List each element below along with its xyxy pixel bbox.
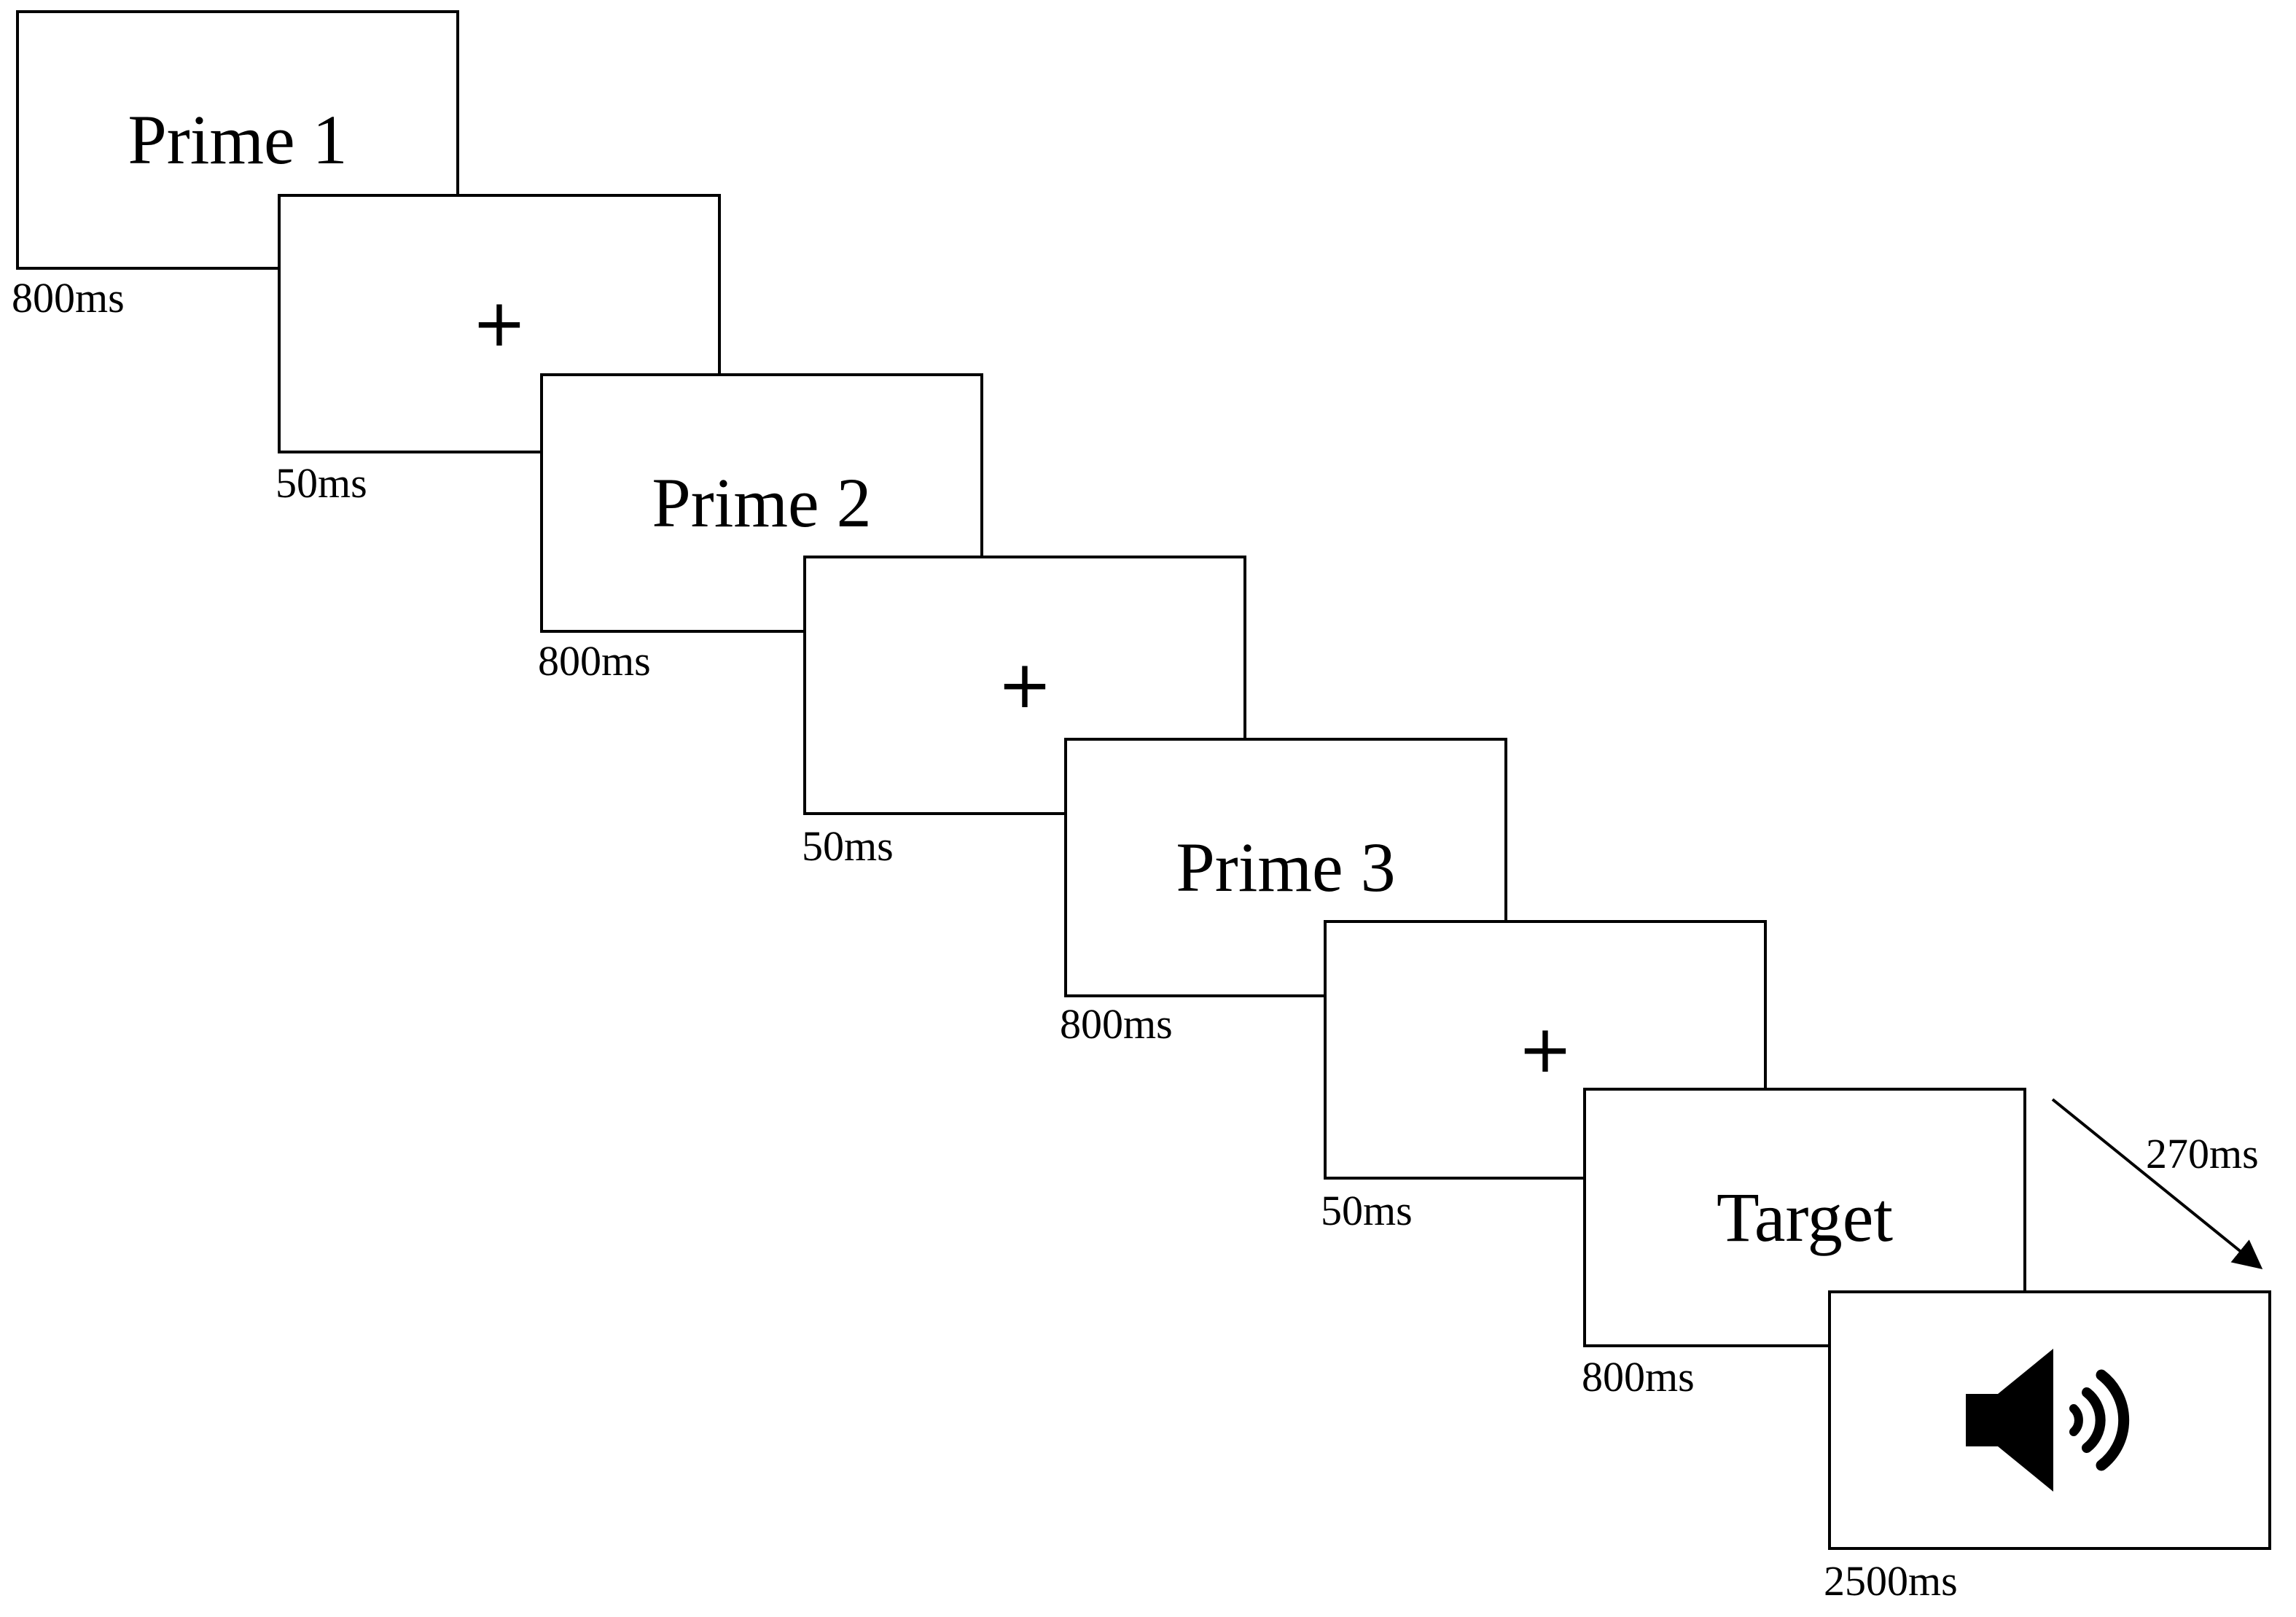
frame-prime-1: Prime 1: [16, 10, 459, 270]
duration-label: 800ms: [1582, 1353, 1695, 1400]
soa-label: 270ms: [2146, 1130, 2259, 1177]
duration-label: 50ms: [276, 459, 367, 507]
frame-label: Prime 3: [1176, 828, 1396, 906]
duration-label: 2500ms: [1824, 1557, 1958, 1605]
fixation-cross: +: [472, 285, 527, 362]
duration-label: 50ms: [1321, 1187, 1413, 1234]
frame-label: Prime 1: [128, 101, 348, 179]
fixation-cross: +: [997, 647, 1053, 723]
duration-label: 800ms: [12, 274, 125, 322]
duration-label: 800ms: [538, 637, 651, 685]
frame-audio: [1828, 1290, 2271, 1550]
fixation-cross: +: [1518, 1011, 1573, 1088]
duration-label: 50ms: [802, 822, 894, 870]
speaker-icon: [1966, 1349, 2130, 1492]
frame-label: Target: [1716, 1178, 1894, 1256]
frame-label: Prime 2: [652, 464, 872, 542]
duration-label: 800ms: [1060, 1000, 1173, 1048]
